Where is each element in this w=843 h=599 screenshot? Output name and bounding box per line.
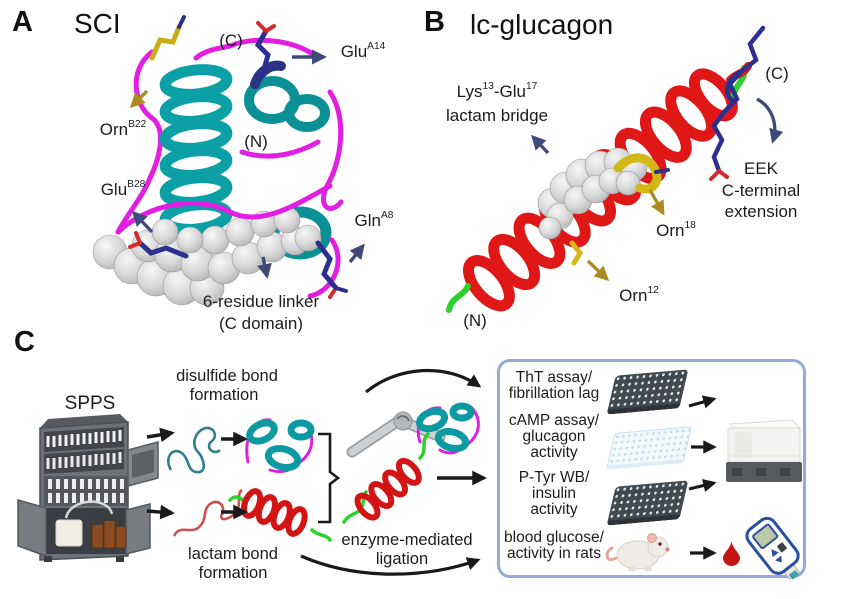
label-disulfide-line1: disulfide bond bbox=[176, 367, 278, 385]
assay-glucose-line1: blood glucose/ bbox=[504, 529, 604, 546]
assay-tht-line2: fibrillation lag bbox=[508, 385, 600, 402]
ligated-conjugate-structure bbox=[342, 402, 480, 524]
label-glu-b28: GluB28 bbox=[100, 178, 146, 199]
label-linker-line1: 6-residue linker bbox=[202, 292, 320, 311]
assay-camp-line1: cAMP assay/ bbox=[508, 412, 600, 429]
label-linker-line2: (C domain) bbox=[218, 314, 304, 333]
panel-a-letter: A bbox=[12, 6, 33, 38]
label-glu-a14: GluA14 bbox=[340, 40, 386, 61]
glucagon-lactam-spheres bbox=[537, 147, 648, 240]
sci-side-chains bbox=[128, 15, 348, 299]
microplate-dark-icon bbox=[606, 480, 689, 526]
label-lactam-line2: formation bbox=[198, 564, 268, 582]
label-orn12: Orn12 bbox=[619, 284, 659, 305]
glucagon-mini-helix bbox=[228, 488, 332, 542]
workflow-artwork bbox=[17, 368, 717, 576]
label-eek-line1: EEK bbox=[743, 159, 779, 178]
label-lactam-line1: lactam bond bbox=[188, 545, 278, 563]
label-a-c-terminus: (C) bbox=[219, 31, 243, 50]
teal-peptide-squiggle bbox=[167, 426, 221, 474]
microplate-light-icon bbox=[605, 426, 693, 470]
plate-reader-icon bbox=[726, 419, 802, 482]
blood-drop-icon bbox=[723, 541, 740, 566]
assay-camp-line3: activity bbox=[530, 444, 578, 461]
label-eek-line3: extension bbox=[724, 202, 798, 221]
assay-ptyr-line3: activity bbox=[530, 501, 578, 518]
label-lactam-bridge-line1: Lys13-Glu17 bbox=[456, 80, 538, 101]
label-spps: SPPS bbox=[64, 393, 116, 414]
panel-b-title: lc-glucagon bbox=[470, 9, 614, 40]
panel-b-letter: B bbox=[424, 6, 445, 38]
label-ligation-line2: ligation bbox=[375, 550, 429, 568]
assay-ptyr-line1: P-Tyr WB/ bbox=[518, 469, 590, 486]
assay-tht-line1: ThT assay/ bbox=[515, 369, 593, 386]
label-orn-b22: OrnB22 bbox=[99, 118, 147, 139]
workflow-arrows bbox=[146, 368, 717, 576]
sci-magenta-loops-front bbox=[115, 183, 341, 299]
assay-ptyr-line2: insulin bbox=[532, 485, 576, 502]
sci-folded-mini bbox=[245, 418, 315, 474]
label-b-c-terminus: (C) bbox=[765, 64, 789, 83]
label-b-n-terminus: (N) bbox=[463, 311, 487, 330]
assay-glucose-line2: activity in rats bbox=[507, 545, 601, 562]
glucagon-annotation-arrows bbox=[531, 97, 784, 281]
sci-structure bbox=[92, 15, 365, 306]
assay-camp-line2: glucagon bbox=[522, 428, 586, 445]
glucagon-yellow-residues bbox=[569, 153, 670, 266]
microplate-dark-icon bbox=[606, 369, 689, 415]
label-ligation-line1: enzyme-mediated bbox=[341, 531, 473, 549]
spps-synthesizer-icon bbox=[17, 414, 159, 562]
rat-icon bbox=[605, 533, 670, 572]
label-orn18: Orn18 bbox=[656, 219, 696, 240]
label-a-n-terminus: (N) bbox=[244, 132, 268, 151]
label-disulfide-line2: formation bbox=[189, 386, 259, 404]
lc-glucagon-structure bbox=[446, 25, 784, 313]
combining-brace bbox=[318, 432, 341, 524]
label-eek-line2: C-terminal bbox=[721, 181, 801, 200]
sci-annotation-arrows bbox=[129, 49, 365, 279]
glucagon-eek-sticks bbox=[709, 25, 766, 181]
glucometer-icon bbox=[745, 516, 800, 581]
panel-c-letter: C bbox=[14, 326, 35, 358]
label-lactam-bridge-line2: lactam bridge bbox=[445, 106, 549, 125]
panel-a-title: SCI bbox=[74, 8, 121, 39]
label-gln-a8: GlnA8 bbox=[354, 209, 394, 230]
